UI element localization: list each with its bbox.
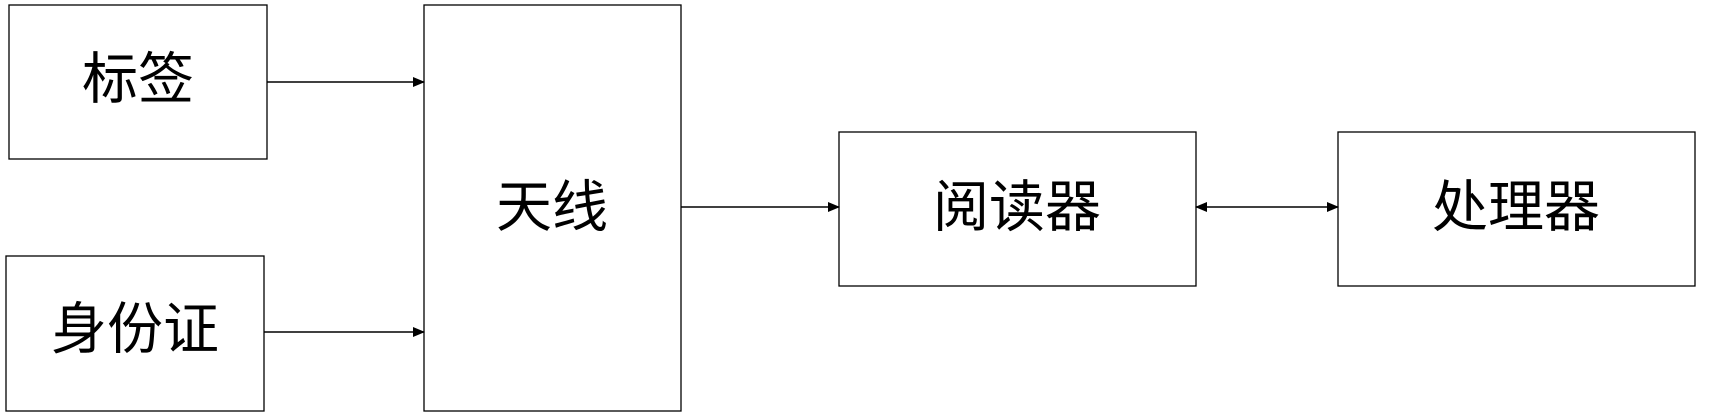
- tag-box: 标签: [8, 4, 268, 160]
- antenna-label: 天线: [496, 176, 608, 241]
- antenna-box: 天线: [423, 4, 682, 412]
- id-card-box: 身份证: [5, 255, 265, 412]
- processor-box: 处理器: [1337, 131, 1696, 287]
- reader-label: 阅读器: [933, 176, 1101, 241]
- id-card-label: 身份证: [51, 298, 219, 363]
- processor-label: 处理器: [1432, 176, 1600, 241]
- tag-label: 标签: [82, 48, 194, 113]
- reader-box: 阅读器: [838, 131, 1197, 287]
